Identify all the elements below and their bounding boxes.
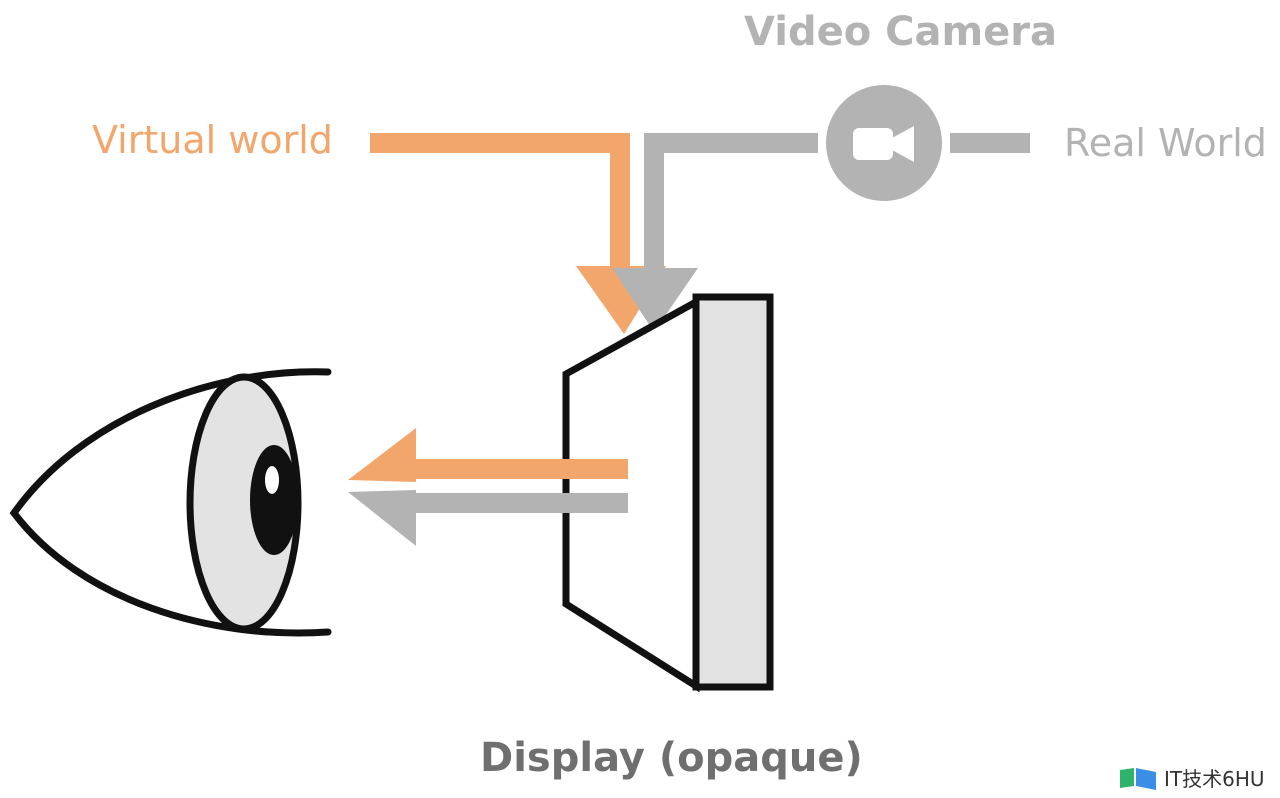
real-world-down-arrowhead (612, 268, 698, 332)
watermark: IT技术6HU (1118, 766, 1265, 792)
video-camera-icon (826, 85, 942, 201)
real-output-arrowhead (348, 490, 416, 546)
output-arrows (348, 428, 628, 546)
eye-icon (9, 368, 332, 637)
video-camera-label: Video Camera (744, 9, 1058, 55)
display-side-face (692, 293, 774, 691)
virtual-world-label: Virtual world (92, 118, 333, 162)
display-label: Display (opaque) (480, 735, 863, 781)
logo-icon (1120, 768, 1156, 790)
virtual-world-line (370, 133, 630, 268)
watermark-text: IT技术6HU (1164, 767, 1265, 791)
virtual-output-arrowhead (348, 428, 416, 482)
real-world-path (612, 133, 1030, 332)
real-world-label: Real World (1064, 121, 1267, 165)
display-screen (562, 293, 774, 693)
virtual-world-path (370, 133, 666, 334)
real-world-line (644, 133, 818, 272)
